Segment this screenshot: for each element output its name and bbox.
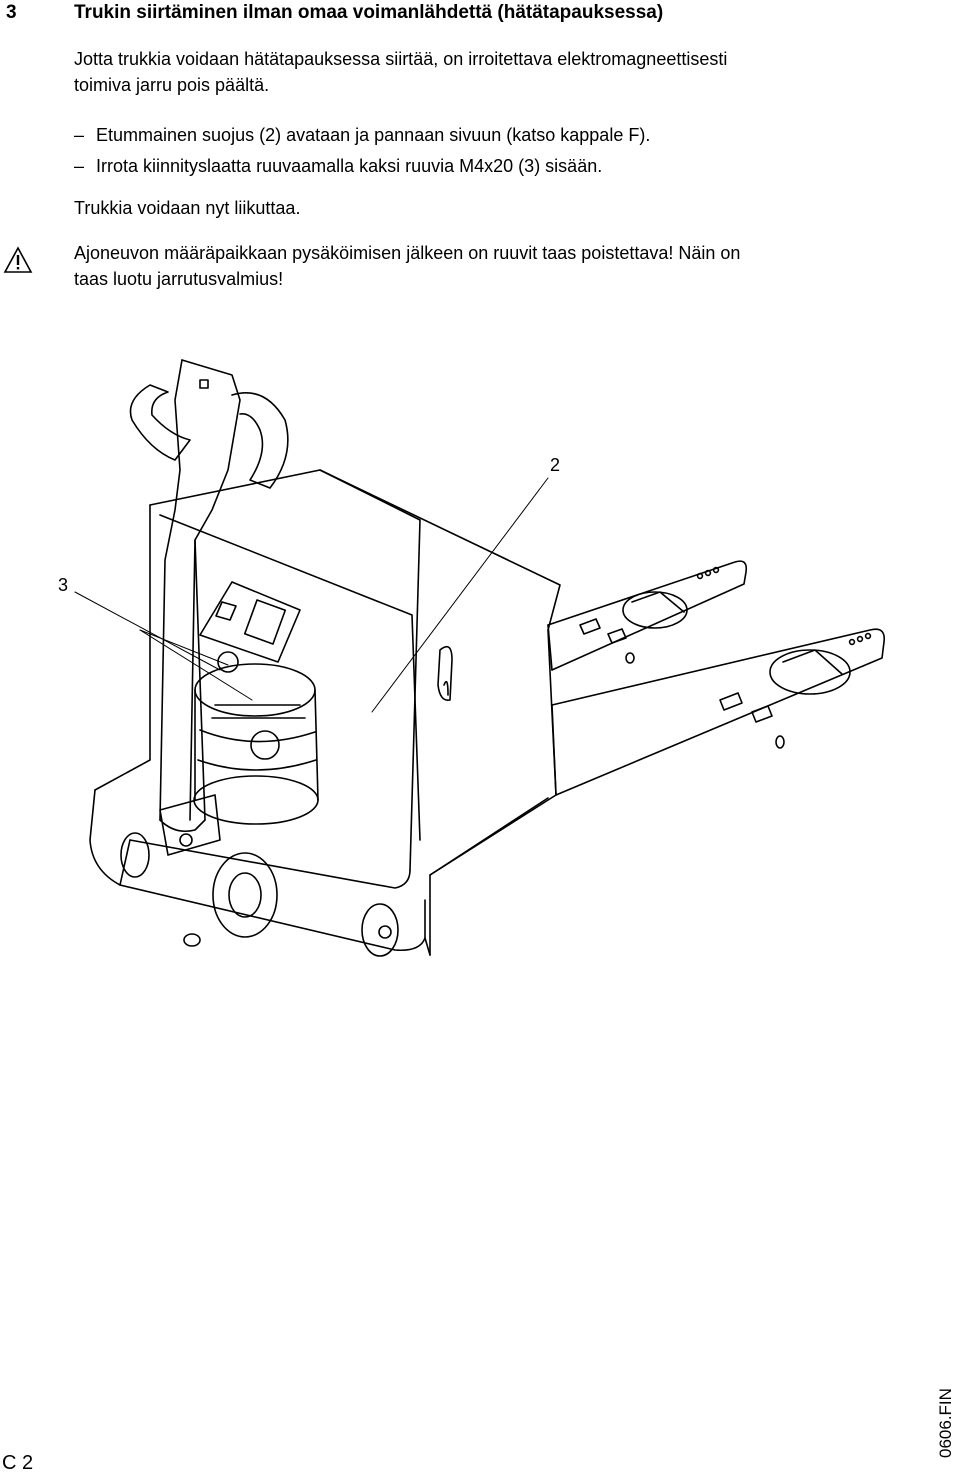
result-text: Trukkia voidaan nyt liikuttaa. bbox=[74, 198, 301, 218]
leader-line-3c bbox=[139, 629, 229, 666]
motor-unit bbox=[193, 663, 319, 825]
intro-line-2: toimiva jarru pois päältä. bbox=[74, 75, 270, 95]
document-code: 0606.FIN bbox=[936, 1388, 955, 1458]
drive-wheels bbox=[120, 794, 399, 957]
warning-line-2: taas luotu jarrutusvalmius! bbox=[74, 269, 284, 289]
callout-3: 3 bbox=[58, 575, 69, 595]
warning-line-1: Ajoneuvon määräpaikkaan pysäköimisen jäl… bbox=[74, 243, 741, 263]
intro-line-1: Jotta trukkia voidaan hätätapauksessa si… bbox=[74, 49, 728, 69]
dash-marker: – bbox=[74, 125, 85, 145]
document-code-text: 0606.FIN bbox=[936, 1388, 955, 1458]
chassis bbox=[89, 469, 561, 956]
step-1-text: Etummainen suojus (2) avataan ja pannaan… bbox=[96, 125, 651, 145]
fork-lower bbox=[551, 628, 886, 796]
warning-triangle-icon bbox=[3, 246, 33, 273]
step-2: –Irrota kiinnityslaatta ruuvaamalla kaks… bbox=[74, 153, 602, 179]
fork-upper bbox=[547, 560, 748, 671]
tiller-handle bbox=[129, 359, 289, 833]
pallet-truck-illustration bbox=[74, 359, 886, 957]
dash-marker: – bbox=[74, 156, 85, 176]
callout-2: 2 bbox=[550, 455, 561, 475]
step-1: –Etummainen suojus (2) avataan ja pannaa… bbox=[74, 122, 650, 148]
step-2-text: Irrota kiinnityslaatta ruuvaamalla kaksi… bbox=[96, 156, 603, 176]
page-footer: C 2 bbox=[2, 1452, 34, 1474]
leader-line-3a bbox=[74, 591, 221, 671]
leader-line-2 bbox=[371, 477, 549, 713]
control-panel bbox=[199, 581, 301, 673]
section-title: Trukin siirtäminen ilman omaa voimanlähd… bbox=[74, 2, 664, 23]
section-number: 3 bbox=[6, 2, 17, 23]
leader-line-3b bbox=[139, 629, 253, 701]
